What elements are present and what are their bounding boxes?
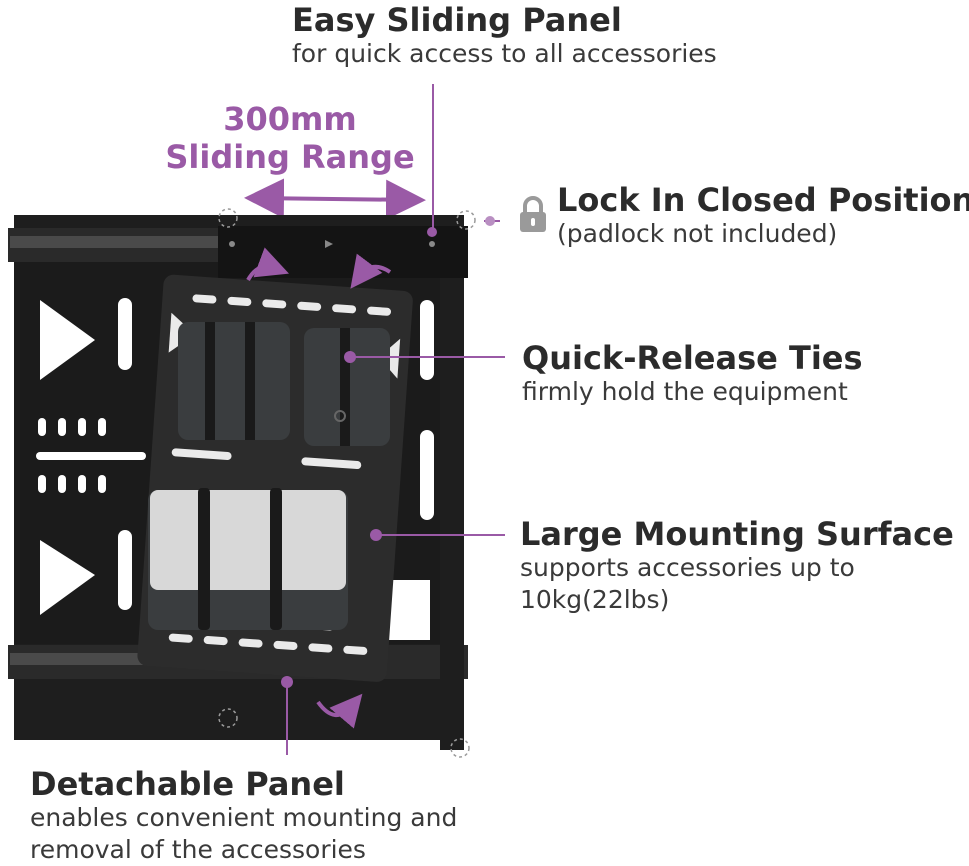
detachable-title: Detachable Panel — [30, 765, 345, 803]
rotate-arrow-icon — [246, 247, 392, 729]
surface-title: Large Mounting Surface — [520, 515, 954, 553]
padlock-icon — [520, 196, 546, 232]
device-bottom — [148, 488, 348, 630]
surface-subtitle-1: supports accessories up to — [520, 553, 855, 582]
ties-title: Quick-Release Ties — [522, 339, 863, 377]
range-label: Sliding Range — [165, 138, 415, 176]
lock-title: Lock In Closed Position — [557, 181, 969, 219]
callout-surface: Large Mounting Surface supports accessor… — [520, 516, 954, 616]
device-top-left — [178, 322, 290, 440]
callout-ties: Quick-Release Ties firmly hold the equip… — [522, 340, 863, 408]
range-value: 300mm — [223, 100, 357, 138]
ties-subtitle: firmly hold the equipment — [522, 377, 848, 406]
surface-subtitle-2: 10kg(22lbs) — [520, 585, 670, 614]
callout-sliding-range: 300mm Sliding Range — [150, 100, 430, 176]
range-arrow — [244, 178, 426, 220]
detachable-subtitle-2: removal of the accessories — [30, 835, 366, 864]
callout-lock: Lock In Closed Position (padlock not inc… — [557, 182, 969, 250]
sliding-panel-title: Easy Sliding Panel — [292, 1, 622, 39]
callout-sliding-panel: Easy Sliding Panel for quick access to a… — [292, 2, 717, 70]
sliding-panel-subtitle: for quick access to all accessories — [292, 39, 717, 68]
callout-detachable: Detachable Panel enables convenient moun… — [30, 766, 457, 866]
lock-subtitle: (padlock not included) — [557, 219, 838, 248]
detachable-subtitle-1: enables convenient mounting and — [30, 803, 458, 832]
device-top-right — [304, 328, 390, 446]
